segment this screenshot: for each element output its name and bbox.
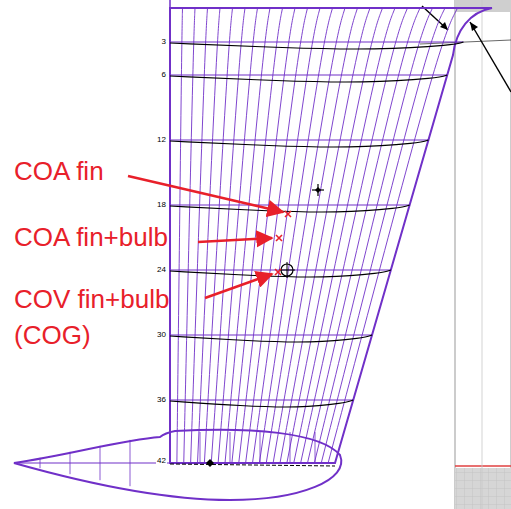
mesh-line [328,8,457,463]
station-number: 36 [156,395,167,405]
fin-outline [170,8,492,463]
cog-marker [279,262,295,278]
station-line [170,139,428,140]
side-panel [455,0,511,509]
mesh-line [301,8,408,463]
mesh-line [218,8,257,463]
mesh-line [266,8,345,463]
callout-label: COV fin+bulb (COG) [14,281,194,353]
callout-label: COA fin+bulb [14,219,168,255]
mesh-line [280,8,370,463]
leader-arrow [198,238,272,242]
bulb-marker [206,459,214,467]
station-line [170,399,353,400]
bulb-mesh-line [40,458,41,468]
mesh-line [308,8,421,463]
station-number: 3 [161,37,167,47]
station-number: 12 [156,135,167,145]
mesh-line [259,8,332,463]
bulb-mesh-line [100,446,101,480]
bulb-mesh-line [230,432,231,463]
bulb-mesh [40,432,315,486]
red-x-markers [275,211,291,275]
station-number: 18 [156,200,167,210]
bulb-chord [14,462,170,463]
station-line [170,74,447,75]
mesh-line [321,8,445,463]
callout-label: COA fin [14,153,104,189]
fin-root-line [170,464,335,466]
station-number: 24 [156,265,167,275]
mesh-line [225,8,270,463]
section-curve [170,140,428,147]
centre-marker [312,184,324,196]
station-line [170,41,463,42]
bulb-mesh-line [130,440,131,486]
bulb-mesh-line [290,432,291,463]
mesh-line [314,8,432,463]
section-curve [170,205,410,212]
mesh-line [191,8,208,463]
cross-dot [315,187,321,193]
bulb-mesh-line [260,432,261,463]
station-line [170,204,410,205]
station-line [170,334,372,335]
panel-red-line [455,465,511,467]
panel-grid [455,468,511,509]
mesh-line [294,8,395,463]
bulb-outline [14,430,341,500]
coa-fin-bulb-marker [276,235,282,241]
guide-arrow [470,22,478,31]
panel-guide [482,0,483,509]
mesh-line [253,8,321,463]
mesh-line [246,8,308,463]
station-number: 6 [161,70,167,80]
leader-arrow [128,176,283,212]
guide-arrow [440,22,448,30]
bulb-mesh-line [200,432,201,463]
mesh-line [211,8,245,463]
bulb-mesh-line [70,452,71,474]
station-number: 30 [156,330,167,340]
leader-arrow [205,274,272,298]
guide-line [470,22,511,92]
fin-mesh [170,8,463,463]
station-number: 42 [156,456,167,466]
coa-fin-marker [285,211,291,217]
mesh-line [239,8,295,463]
section-curve [170,270,391,277]
section-curve [170,335,372,342]
fin-edge [169,0,171,8]
cog-cross [287,262,288,278]
section-curve [170,75,447,82]
section-curve [170,400,353,407]
mesh-line [204,8,232,463]
panel-footer [455,468,511,509]
section-curve [170,42,463,49]
bulb-mesh-line [315,432,316,463]
mesh-line [287,8,383,463]
cov-marker [275,269,281,275]
